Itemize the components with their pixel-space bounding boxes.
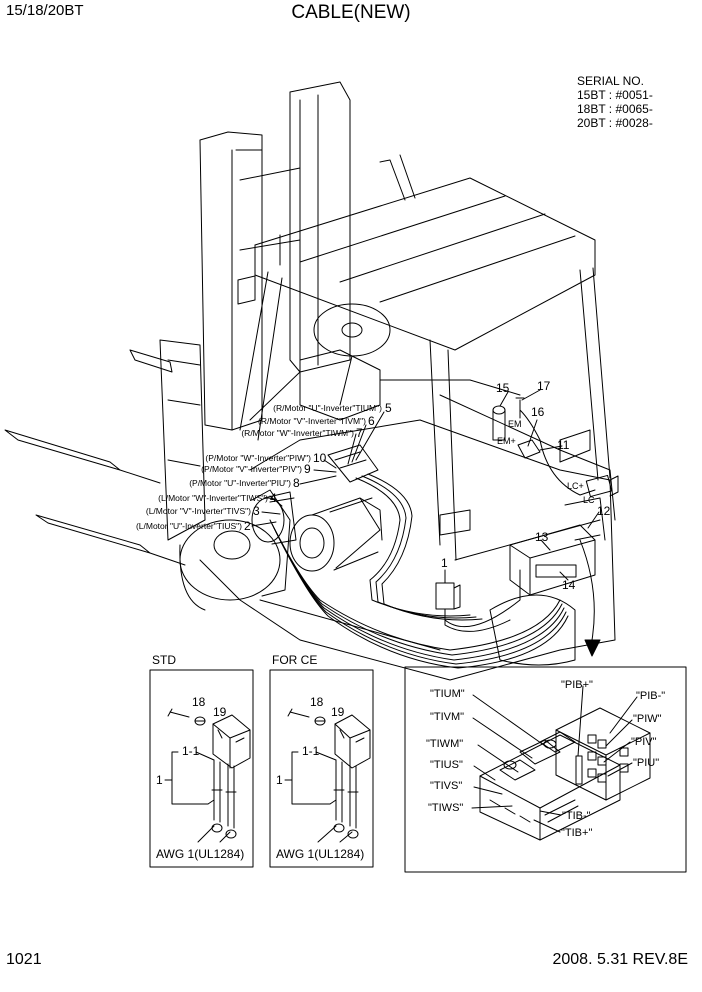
cable-label-l-w: (L/Motor "W"-Inverter"TIWS") — [158, 493, 268, 503]
ce-awg-label: AWG 1(UL1284) — [276, 847, 364, 861]
callout-8: 8 — [293, 476, 300, 490]
terminal-tivm: "TIVM" — [430, 711, 464, 723]
callout-labels: 5 6 7 10 9 8 4 3 2 1 15 17 16 11 12 13 1… — [244, 379, 611, 592]
detail-arrowhead — [584, 639, 601, 657]
callout-10: 10 — [313, 451, 327, 465]
terminal-piu: "PIU" — [633, 757, 659, 769]
pump-motor — [289, 497, 383, 572]
cable-label-l-v: (L/Motor "V"-Inverter"TIVS") — [146, 506, 251, 516]
terminal-tivs: "TIVS" — [430, 780, 462, 792]
callout-16: 16 — [531, 405, 545, 419]
cable-label-l-u: (L/Motor "U"-Inverter"TIUS") — [136, 521, 242, 531]
em-connector — [492, 397, 541, 459]
connector-1 — [435, 582, 511, 632]
terminal-tiws: "TIWS" — [428, 802, 463, 814]
std-callout-1: 1 — [156, 773, 163, 787]
ce-panel — [269, 669, 374, 868]
terminal-tius: "TIUS" — [430, 759, 463, 771]
panel-labels: STD FOR CE 18 19 1-1 1 AWG 1(UL1284) 18 … — [152, 653, 364, 861]
detail-arrow-line — [579, 539, 595, 641]
serial-line-18bt: 18BT : #0065- — [577, 102, 653, 116]
terminal-tib-minus: "TIB-" — [562, 810, 591, 822]
terminal-tiwm: "TIWM" — [426, 738, 463, 750]
callout-13: 13 — [535, 530, 549, 544]
cable-bundle — [269, 409, 596, 669]
cable-label-r-u: (R/Motor "U"-Inverter"TIUM") — [273, 403, 382, 413]
callout-6: 6 — [368, 414, 375, 428]
page-title: CABLE(NEW) — [291, 2, 411, 23]
em-plus-label: EM+ — [497, 436, 516, 446]
cable-label-r-v: (R/Motor "V"-Inverter"TIVM") — [258, 416, 366, 426]
lc-connector — [585, 474, 619, 498]
callout-3: 3 — [253, 504, 260, 518]
connector-labels: EM EM+ LC+ LC — [497, 419, 595, 505]
ce-callout-18: 18 — [310, 695, 324, 709]
page-number: 1021 — [6, 951, 42, 968]
std-panel — [149, 669, 254, 868]
terminal-piw: "PIW" — [633, 713, 662, 725]
callout-4: 4 — [270, 491, 277, 505]
revision-date: 2008. 5.31 REV.8E — [552, 951, 688, 968]
ce-callout-1-1: 1-1 — [302, 744, 320, 758]
callout-1: 1 — [441, 556, 448, 570]
callout-2: 2 — [244, 519, 251, 533]
cable-route-labels: (R/Motor "U"-Inverter"TIUM") (R/Motor "V… — [136, 403, 382, 531]
callout-17: 17 — [537, 379, 551, 393]
serial-number-block: SERIAL NO. 15BT : #0051- 18BT : #0065- 2… — [577, 74, 653, 130]
drive-motor-right — [327, 444, 379, 483]
model-range: 15/18/20BT — [6, 2, 84, 19]
std-callout-1-1: 1-1 — [182, 744, 200, 758]
forklift-illustration — [4, 81, 616, 681]
callout-7: 7 — [356, 426, 363, 440]
cable-label-r-w: (R/Motor "W"-Inverter"TIWM") — [241, 428, 354, 438]
cable-label-p-v: (P/Motor "V"-Inverter"PIV") — [201, 464, 302, 474]
terminal-piv: "PIV" — [631, 736, 657, 748]
ce-callout-1: 1 — [276, 773, 283, 787]
callout-12: 12 — [597, 504, 611, 518]
std-awg-label: AWG 1(UL1284) — [156, 847, 244, 861]
callout-15: 15 — [496, 381, 510, 395]
std-panel-label: STD — [152, 653, 176, 667]
serial-line-15bt: 15BT : #0051- — [577, 88, 653, 102]
inverter-on-truck — [509, 497, 606, 596]
ce-callout-19: 19 — [331, 705, 345, 719]
callout-14: 14 — [562, 578, 576, 592]
std-callout-19: 19 — [213, 705, 227, 719]
terminal-pib-minus: "PIB-" — [636, 690, 665, 702]
terminal-pib-plus: "PIB+" — [561, 679, 593, 691]
callout-9: 9 — [304, 462, 311, 476]
cable-label-p-u: (P/Motor "U"-Inverter"PIU") — [189, 478, 291, 488]
terminal-tib-plus: "TIB+" — [561, 827, 592, 839]
inverter-detail-panel — [404, 666, 687, 873]
callout-11: 11 — [557, 438, 570, 452]
ce-panel-label: FOR CE — [272, 653, 317, 667]
drive-motor-left — [251, 491, 297, 545]
serial-heading: SERIAL NO. — [577, 74, 644, 88]
cable-label-p-w: (P/Motor "W"-Inverter"PIW") — [205, 453, 311, 463]
terminal-tium: "TIUM" — [430, 688, 465, 700]
lc-label: LC — [583, 495, 595, 505]
callout-5: 5 — [385, 401, 392, 415]
inverter-terminal-labels: "TIUM" "TIVM" "TIWM" "TIUS" "TIVS" "TIWS… — [426, 679, 665, 839]
em-label: EM — [508, 419, 522, 429]
leader-lines-main — [251, 389, 600, 584]
std-callout-18: 18 — [192, 695, 206, 709]
lc-plus-label: LC+ — [567, 481, 584, 491]
serial-line-20bt: 20BT : #0028- — [577, 116, 653, 130]
